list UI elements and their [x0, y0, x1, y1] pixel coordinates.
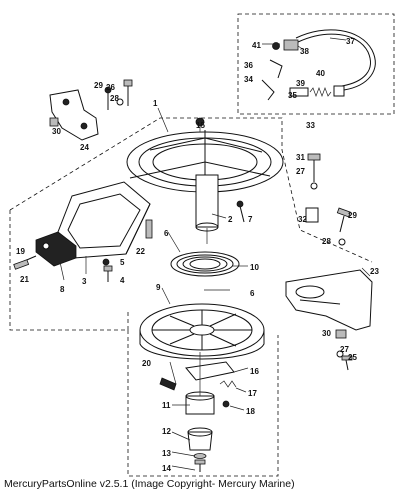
callout-41: 41	[252, 41, 261, 50]
washer-28-right	[338, 238, 346, 246]
callout-21: 21	[20, 275, 29, 284]
callout-27-lower: 27	[340, 345, 349, 354]
washer-13	[193, 453, 207, 459]
callout-12: 12	[162, 427, 171, 436]
callout-2: 2	[228, 215, 233, 224]
end-cap-40	[333, 85, 345, 97]
callout-38: 38	[300, 47, 309, 56]
screw-29	[123, 79, 133, 87]
washer-27-upper	[310, 182, 318, 190]
callout-32: 32	[298, 215, 307, 224]
callout-28-right: 28	[322, 237, 331, 246]
screw-41	[272, 42, 280, 50]
pawl-plate-16	[185, 361, 235, 381]
callout-8: 8	[60, 285, 65, 294]
nut-30-left	[49, 117, 59, 127]
link-34	[261, 79, 275, 101]
callout-numbers: 1 2 3 4 5 6 6 7 8 9 10 11 12 13 14 15 16…	[16, 37, 379, 473]
cam-12	[187, 431, 213, 451]
callout-14: 14	[162, 464, 171, 473]
callout-23: 23	[370, 267, 379, 276]
callout-30-right: 30	[322, 329, 331, 338]
callout-28-left: 28	[110, 94, 119, 103]
cable-fitting-38	[283, 39, 299, 51]
callout-3: 3	[82, 277, 87, 286]
recoil-spring-10	[170, 251, 240, 277]
callout-25: 25	[348, 353, 357, 362]
leader-lines	[59, 37, 371, 471]
bolt-31	[307, 153, 321, 161]
pawl-20	[159, 377, 177, 391]
callout-39: 39	[296, 79, 305, 88]
pawl-18	[222, 400, 230, 408]
callout-6-lower: 6	[250, 289, 255, 298]
callout-26: 26	[106, 83, 115, 92]
callout-15: 15	[196, 121, 205, 130]
callout-34: 34	[244, 75, 253, 84]
callout-18: 18	[246, 407, 255, 416]
callout-16: 16	[250, 367, 259, 376]
callout-20: 20	[142, 359, 151, 368]
image-caption: MercuryPartsOnline v2.5.1 (Image Copyrig…	[4, 478, 295, 490]
callout-35: 35	[288, 91, 297, 100]
callout-10: 10	[250, 263, 259, 272]
callout-5: 5	[120, 258, 125, 267]
pulley-9	[139, 303, 265, 360]
callout-4: 4	[120, 276, 125, 285]
callout-37: 37	[346, 37, 355, 46]
bracket-23	[285, 269, 373, 331]
callout-27-upper: 27	[296, 167, 305, 176]
cable-37-drawing	[295, 29, 376, 91]
callout-19: 19	[16, 247, 25, 256]
callout-40: 40	[316, 69, 325, 78]
pin-7	[236, 200, 244, 208]
screw-29-right	[336, 207, 351, 218]
callout-1: 1	[153, 99, 158, 108]
callout-11: 11	[162, 401, 171, 410]
callout-13: 13	[162, 449, 171, 458]
callout-17: 17	[248, 389, 257, 398]
callout-7: 7	[248, 215, 253, 224]
callout-29-right: 29	[348, 211, 357, 220]
spring-39	[309, 87, 332, 97]
screw-25	[341, 355, 353, 361]
clip-21	[13, 259, 30, 270]
callout-24: 24	[80, 143, 89, 152]
washer-28	[116, 98, 124, 106]
callout-29-left: 29	[94, 81, 103, 90]
callout-9: 9	[156, 283, 161, 292]
cable-assembly-boundary	[237, 13, 395, 115]
callout-33: 33	[306, 121, 315, 130]
callout-31: 31	[296, 153, 305, 162]
spacer-32	[305, 207, 319, 223]
washer-27-lower	[336, 350, 344, 358]
nut-30-right	[335, 329, 347, 339]
plunger-35	[289, 87, 309, 97]
spring-17	[219, 380, 237, 388]
link-36	[269, 59, 283, 79]
main-assembly-boundary	[9, 117, 373, 477]
callout-30-left: 30	[52, 127, 61, 136]
handle-8	[35, 231, 77, 267]
screw-4	[103, 265, 113, 272]
callout-36: 36	[244, 61, 253, 70]
bushing-11	[185, 395, 215, 415]
starter-housing-1	[126, 117, 284, 232]
washer-5	[102, 258, 110, 266]
screw-26	[104, 86, 112, 94]
callout-6-upper: 6	[164, 229, 169, 238]
part-22	[145, 219, 153, 239]
handle-housing-3	[57, 181, 151, 259]
callout-22: 22	[136, 247, 145, 256]
